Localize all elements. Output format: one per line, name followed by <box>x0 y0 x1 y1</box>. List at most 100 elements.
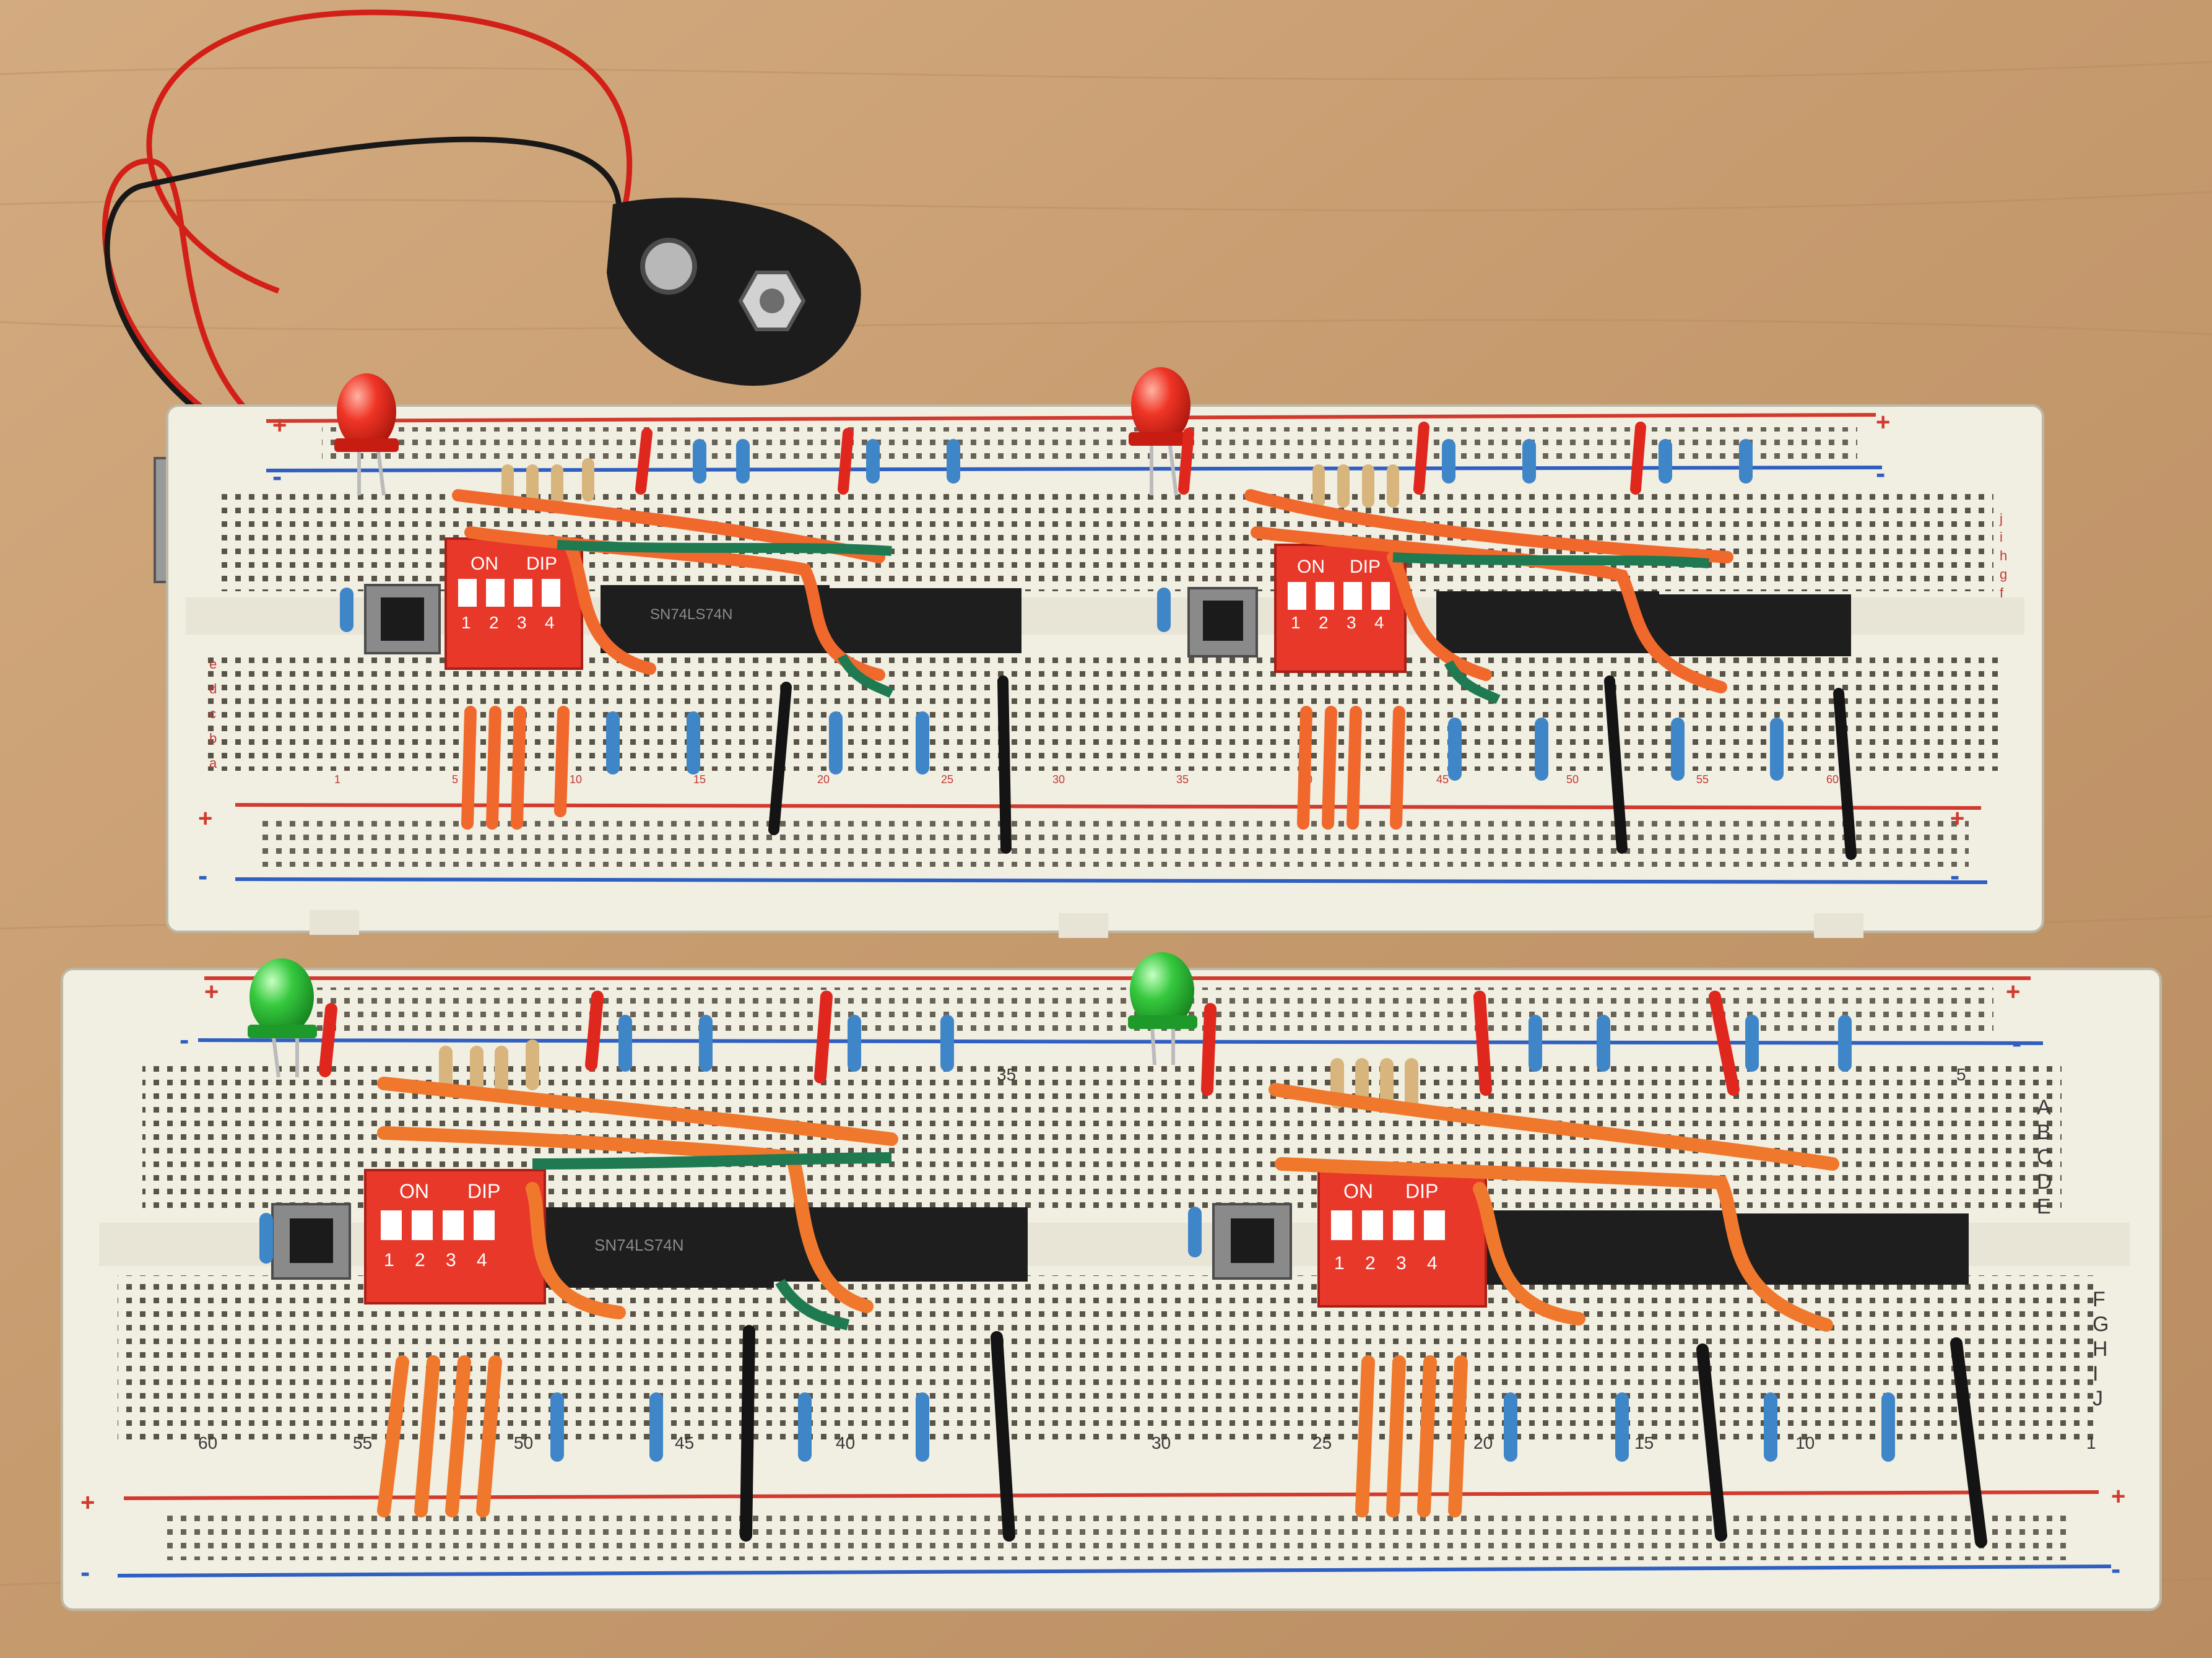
svg-text:A: A <box>2037 1096 2051 1119</box>
svg-text:40: 40 <box>836 1433 855 1452</box>
breadboard-bottom: + - + - + - + - A B C D E F G H I J 60 5… <box>61 952 2162 1611</box>
dip-switch[interactable]: ON DIP 1 2 3 4 <box>1274 544 1407 673</box>
svg-text:2: 2 <box>1319 613 1329 632</box>
svg-text:55: 55 <box>353 1433 372 1452</box>
ic-chip <box>1480 1210 1733 1285</box>
svg-text:50: 50 <box>1566 773 1579 786</box>
svg-text:ON: ON <box>399 1180 429 1202</box>
svg-text:35: 35 <box>1176 773 1189 786</box>
column-numbers-bottom: 60 55 50 45 40 35 30 25 20 15 10 5 1 <box>198 1065 2096 1452</box>
push-button[interactable] <box>364 584 441 654</box>
svg-text:30: 30 <box>1052 773 1065 786</box>
svg-text:3: 3 <box>1347 613 1356 632</box>
svg-text:e: e <box>209 656 217 672</box>
rail-sign-plus: + <box>198 805 212 832</box>
svg-text:h: h <box>2000 548 2007 563</box>
rail-sign-minus: - <box>2111 1553 2120 1585</box>
svg-text:c: c <box>209 706 216 721</box>
svg-text:DIP: DIP <box>1350 557 1381 577</box>
chip-marking: SN74LS74N <box>650 606 732 623</box>
orange-jumpers <box>452 489 1733 830</box>
svg-text:ON: ON <box>1297 557 1325 577</box>
green-jumpers <box>557 540 1709 705</box>
rail-sign-plus: + <box>204 978 219 1005</box>
svg-text:2: 2 <box>415 1250 425 1270</box>
rail-red-line <box>266 413 1876 423</box>
svg-text:20: 20 <box>817 773 830 786</box>
svg-text:DIP: DIP <box>526 553 557 574</box>
led-red <box>334 373 399 496</box>
svg-text:H: H <box>2093 1337 2108 1361</box>
orange-jumpers <box>377 1077 1839 1517</box>
ic-chip <box>539 1207 774 1288</box>
svg-text:DIP: DIP <box>467 1180 500 1202</box>
row-letters-top: j i h g f e d c b a <box>209 511 2007 771</box>
svg-text:d: d <box>209 681 217 697</box>
svg-text:20: 20 <box>1473 1433 1493 1452</box>
dip-switch[interactable]: ON DIP 1 2 3 4 <box>364 1169 546 1304</box>
rail-sign-minus: - <box>180 1023 189 1056</box>
svg-text:4: 4 <box>1427 1253 1438 1274</box>
svg-text:1: 1 <box>1334 1253 1345 1274</box>
svg-text:C: C <box>2037 1145 2052 1169</box>
svg-text:15: 15 <box>693 773 706 786</box>
rail-sign-plus: + <box>2111 1483 2125 1510</box>
rail-sign-plus: + <box>272 412 287 439</box>
svg-text:1: 1 <box>384 1250 394 1270</box>
ic-chip <box>1436 591 1659 653</box>
svg-text:B: B <box>2037 1121 2051 1144</box>
battery-snap <box>102 9 861 448</box>
dip-switch[interactable]: ON DIP 1 2 3 4 <box>445 537 583 670</box>
rail-sign-minus: - <box>1950 859 1959 892</box>
svg-text:a: a <box>209 755 217 771</box>
led-red <box>1129 367 1193 496</box>
svg-text:ON: ON <box>1343 1180 1373 1202</box>
rail-sign-plus: + <box>2006 978 2020 1005</box>
resistors <box>259 1015 1895 1462</box>
red-jumpers <box>319 991 1740 1096</box>
svg-text:4: 4 <box>545 613 555 632</box>
push-button[interactable] <box>1187 587 1258 658</box>
rail-sign-plus: + <box>80 1489 95 1516</box>
svg-text:3: 3 <box>446 1250 456 1270</box>
svg-text:g: g <box>2000 566 2007 582</box>
svg-text:2: 2 <box>1365 1253 1376 1274</box>
svg-text:b: b <box>209 731 217 746</box>
svg-text:60: 60 <box>198 1433 217 1452</box>
svg-text:5: 5 <box>1956 1065 1966 1084</box>
breadboard-top: + - + - + - + - 1 5 10 15 20 25 30 35 40… <box>166 367 2044 938</box>
svg-text:f: f <box>2000 585 2004 601</box>
ic-chip <box>830 588 1021 653</box>
rail-sign-plus: + <box>1876 409 1890 436</box>
svg-text:G: G <box>2093 1313 2109 1336</box>
svg-text:DIP: DIP <box>1405 1180 1438 1202</box>
svg-text:10: 10 <box>1795 1433 1815 1452</box>
svg-text:2: 2 <box>489 613 499 632</box>
push-button[interactable] <box>271 1203 351 1280</box>
svg-text:45: 45 <box>675 1433 694 1452</box>
svg-text:30: 30 <box>1152 1433 1171 1452</box>
snap-terminal-round <box>640 238 697 295</box>
black-jumpers <box>768 675 1857 860</box>
svg-text:j: j <box>1999 511 2003 526</box>
svg-text:25: 25 <box>1312 1433 1332 1452</box>
dip-switch[interactable]: ON DIP 1 2 3 4 <box>1317 1169 1487 1308</box>
svg-text:25: 25 <box>941 773 953 786</box>
led-green <box>1128 952 1197 1066</box>
green-jumpers <box>532 1152 892 1330</box>
push-button[interactable] <box>1212 1203 1292 1280</box>
svg-text:1: 1 <box>2086 1433 2096 1452</box>
svg-text:F: F <box>2093 1288 2106 1311</box>
rail-sign-minus: - <box>80 1556 90 1588</box>
svg-text:10: 10 <box>570 773 582 786</box>
svg-text:1: 1 <box>1291 613 1301 632</box>
svg-text:D: D <box>2037 1170 2052 1194</box>
ic-chip <box>601 585 830 653</box>
ic-chip <box>1659 594 1851 656</box>
svg-text:50: 50 <box>514 1433 533 1452</box>
svg-text:5: 5 <box>452 773 458 786</box>
svg-text:4: 4 <box>477 1250 487 1270</box>
svg-text:I: I <box>2093 1362 2098 1386</box>
column-numbers-top: 1 5 10 15 20 25 30 35 40 45 50 55 60 <box>334 773 1839 786</box>
